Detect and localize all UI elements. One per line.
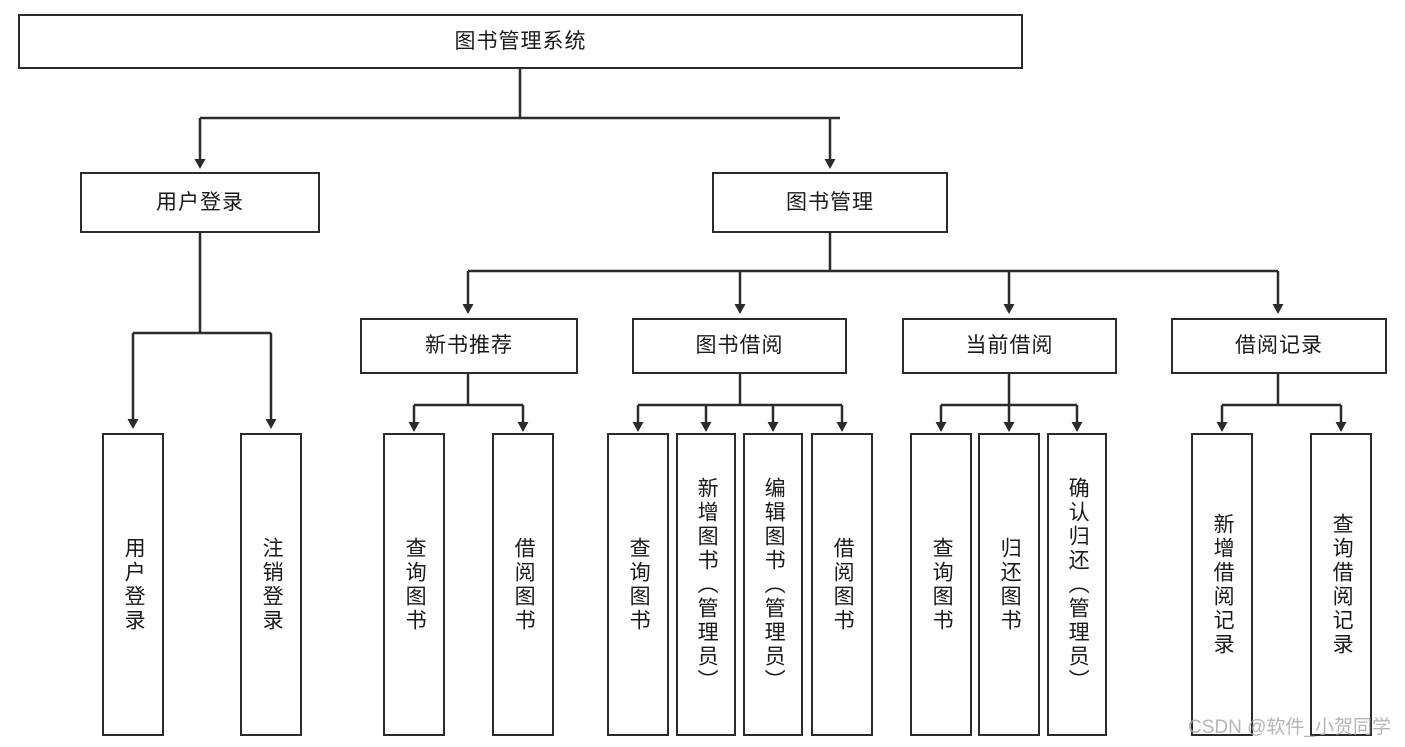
node-new-book-recommend[interactable]: 新书推荐: [360, 318, 578, 374]
node-label: 查询借阅记录: [1330, 512, 1354, 657]
node-label: 新增图书（管理员）: [695, 476, 719, 693]
node-label: 查询图书: [627, 536, 651, 633]
node-label: 新增借阅记录: [1211, 512, 1235, 657]
node-label: 查询图书: [403, 536, 427, 633]
node-user-login[interactable]: 用户登录: [80, 172, 320, 233]
node-borrow-records[interactable]: 借阅记录: [1171, 318, 1387, 374]
node-label: 编辑图书（管理员）: [762, 476, 786, 693]
node-label: 查询图书: [930, 536, 954, 633]
node-label: 借阅图书: [512, 536, 536, 633]
node-label: 借阅记录: [1235, 334, 1323, 358]
leaf-borrow-books[interactable]: 借阅图书: [811, 433, 873, 736]
node-label: 用户登录: [156, 190, 244, 214]
node-book-management[interactable]: 图书管理: [712, 172, 948, 233]
leaf-query-books-current[interactable]: 查询图书: [910, 433, 972, 736]
node-label: 当前借阅: [965, 334, 1054, 358]
leaf-query-books-borrow[interactable]: 查询图书: [607, 433, 669, 736]
leaf-query-borrow-record[interactable]: 查询借阅记录: [1310, 433, 1372, 736]
node-book-borrow[interactable]: 图书借阅: [632, 318, 847, 374]
node-label: 确认归还（管理员）: [1066, 476, 1090, 693]
node-label: 新书推荐: [425, 334, 513, 358]
node-label: 用户登录: [122, 536, 146, 633]
leaf-add-book-admin[interactable]: 新增图书（管理员）: [676, 433, 736, 736]
leaf-add-borrow-record[interactable]: 新增借阅记录: [1191, 433, 1253, 736]
node-current-borrow[interactable]: 当前借阅: [902, 318, 1117, 374]
leaf-user-login[interactable]: 用户登录: [102, 433, 164, 736]
node-label: 图书管理系统: [454, 29, 587, 53]
node-label: 图书管理: [786, 190, 874, 214]
node-label: 注销登录: [260, 536, 284, 633]
node-label: 归还图书: [998, 536, 1022, 633]
node-root-system[interactable]: 图书管理系统: [18, 14, 1023, 69]
csdn-watermark: CSDN @软件_小贺同学: [1188, 717, 1391, 738]
leaf-borrow-books-recommend[interactable]: 借阅图书: [492, 433, 554, 736]
leaf-return-books[interactable]: 归还图书: [978, 433, 1040, 736]
leaf-query-books-recommend[interactable]: 查询图书: [383, 433, 445, 736]
node-label: 图书借阅: [695, 334, 784, 358]
leaf-edit-book-admin[interactable]: 编辑图书（管理员）: [743, 433, 803, 736]
node-label: 借阅图书: [831, 536, 855, 633]
leaf-logout[interactable]: 注销登录: [240, 433, 302, 736]
leaf-confirm-return-admin[interactable]: 确认归还（管理员）: [1047, 433, 1107, 736]
